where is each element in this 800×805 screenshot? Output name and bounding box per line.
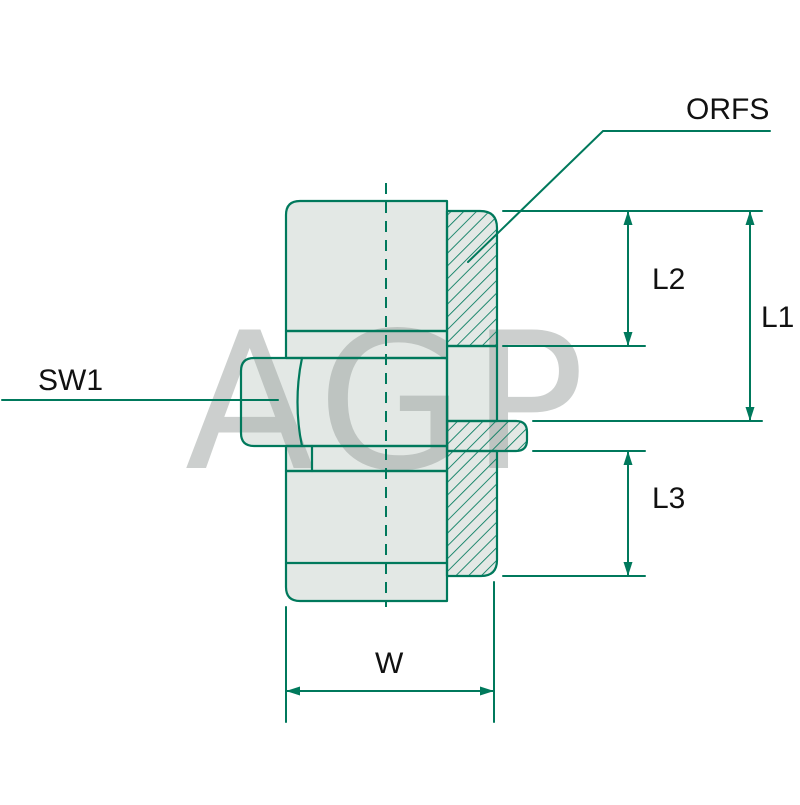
arrow-w-right <box>480 686 494 696</box>
label-l2: L2 <box>652 263 685 296</box>
lower-band-fill <box>286 446 447 471</box>
dimension-labels: ORFS SW1 L2 L1 L3 W <box>38 93 794 680</box>
leader-orfs <box>467 130 771 263</box>
label-l3: L3 <box>652 482 685 515</box>
arrow-l2-bottom <box>623 332 633 346</box>
watermark-text: AGP <box>185 292 591 513</box>
arrow-l1-bottom <box>745 407 755 421</box>
upper-thread-section <box>445 209 499 348</box>
arrow-w-left <box>286 686 300 696</box>
arrow-l3-bottom <box>623 562 633 576</box>
collar-section <box>445 419 529 453</box>
body-bottom-section-outline <box>284 469 449 603</box>
arrow-l2-top <box>623 211 633 225</box>
hex-facet-curve <box>296 356 304 448</box>
body-bottom-section-fill <box>286 471 447 601</box>
washer-band-fill <box>286 331 447 358</box>
label-sw1: SW1 <box>38 364 103 397</box>
dimension-lines <box>1 130 771 723</box>
neck-fill <box>447 346 497 421</box>
body-top-section-fill <box>286 201 447 331</box>
label-w: W <box>375 647 404 680</box>
lower-thread-section <box>445 449 499 578</box>
label-orfs: ORFS <box>686 93 769 126</box>
fitting-body-outlines <box>239 199 529 603</box>
arrow-l1-top <box>745 211 755 225</box>
arrow-l3-top <box>623 451 633 465</box>
label-l1: L1 <box>761 301 794 334</box>
hex-nut-fill <box>241 358 447 446</box>
